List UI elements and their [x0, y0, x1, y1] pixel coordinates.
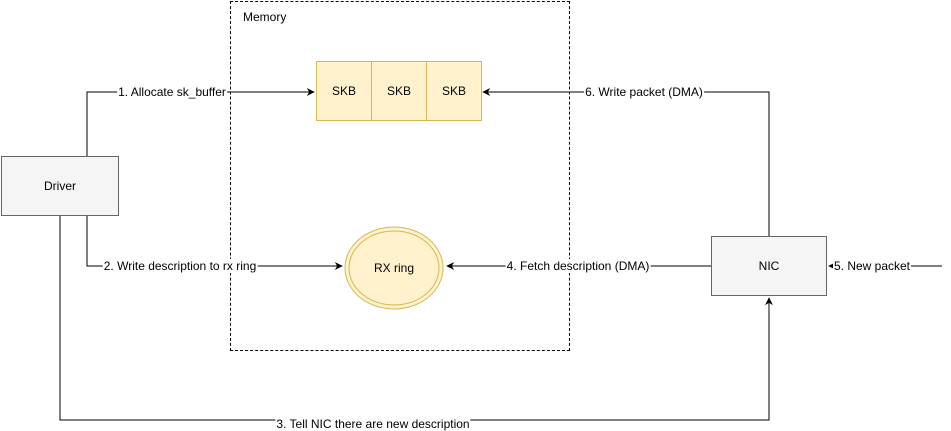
edge-label-fetch-description: 4. Fetch description (DMA) [505, 259, 651, 273]
edge-label-write-packet: 6. Write packet (DMA) [584, 85, 704, 99]
rx-ring-label: RX ring [373, 261, 414, 275]
rx-ring-shape [344, 226, 444, 310]
memory-region [230, 1, 570, 351]
edge-write-packet [482, 88, 770, 236]
edge-label-tell-nic: 3. Tell NIC there are new description [275, 417, 471, 431]
edge-label-write-description: 2. Write description to rx ring [102, 259, 258, 273]
skb-buffer-2: SKB [371, 61, 427, 121]
nic-node: NIC [711, 236, 827, 296]
skb-buffer-1: SKB [316, 61, 372, 121]
edge-label-new-packet: 5. New packet [832, 259, 912, 273]
memory-title: Memory [243, 10, 287, 24]
driver-node: Driver [1, 156, 119, 216]
edge-label-allocate: 1. Allocate sk_buffer [117, 85, 227, 99]
edge-allocate-skb [86, 88, 315, 156]
skb-buffer-3: SKB [426, 61, 482, 121]
